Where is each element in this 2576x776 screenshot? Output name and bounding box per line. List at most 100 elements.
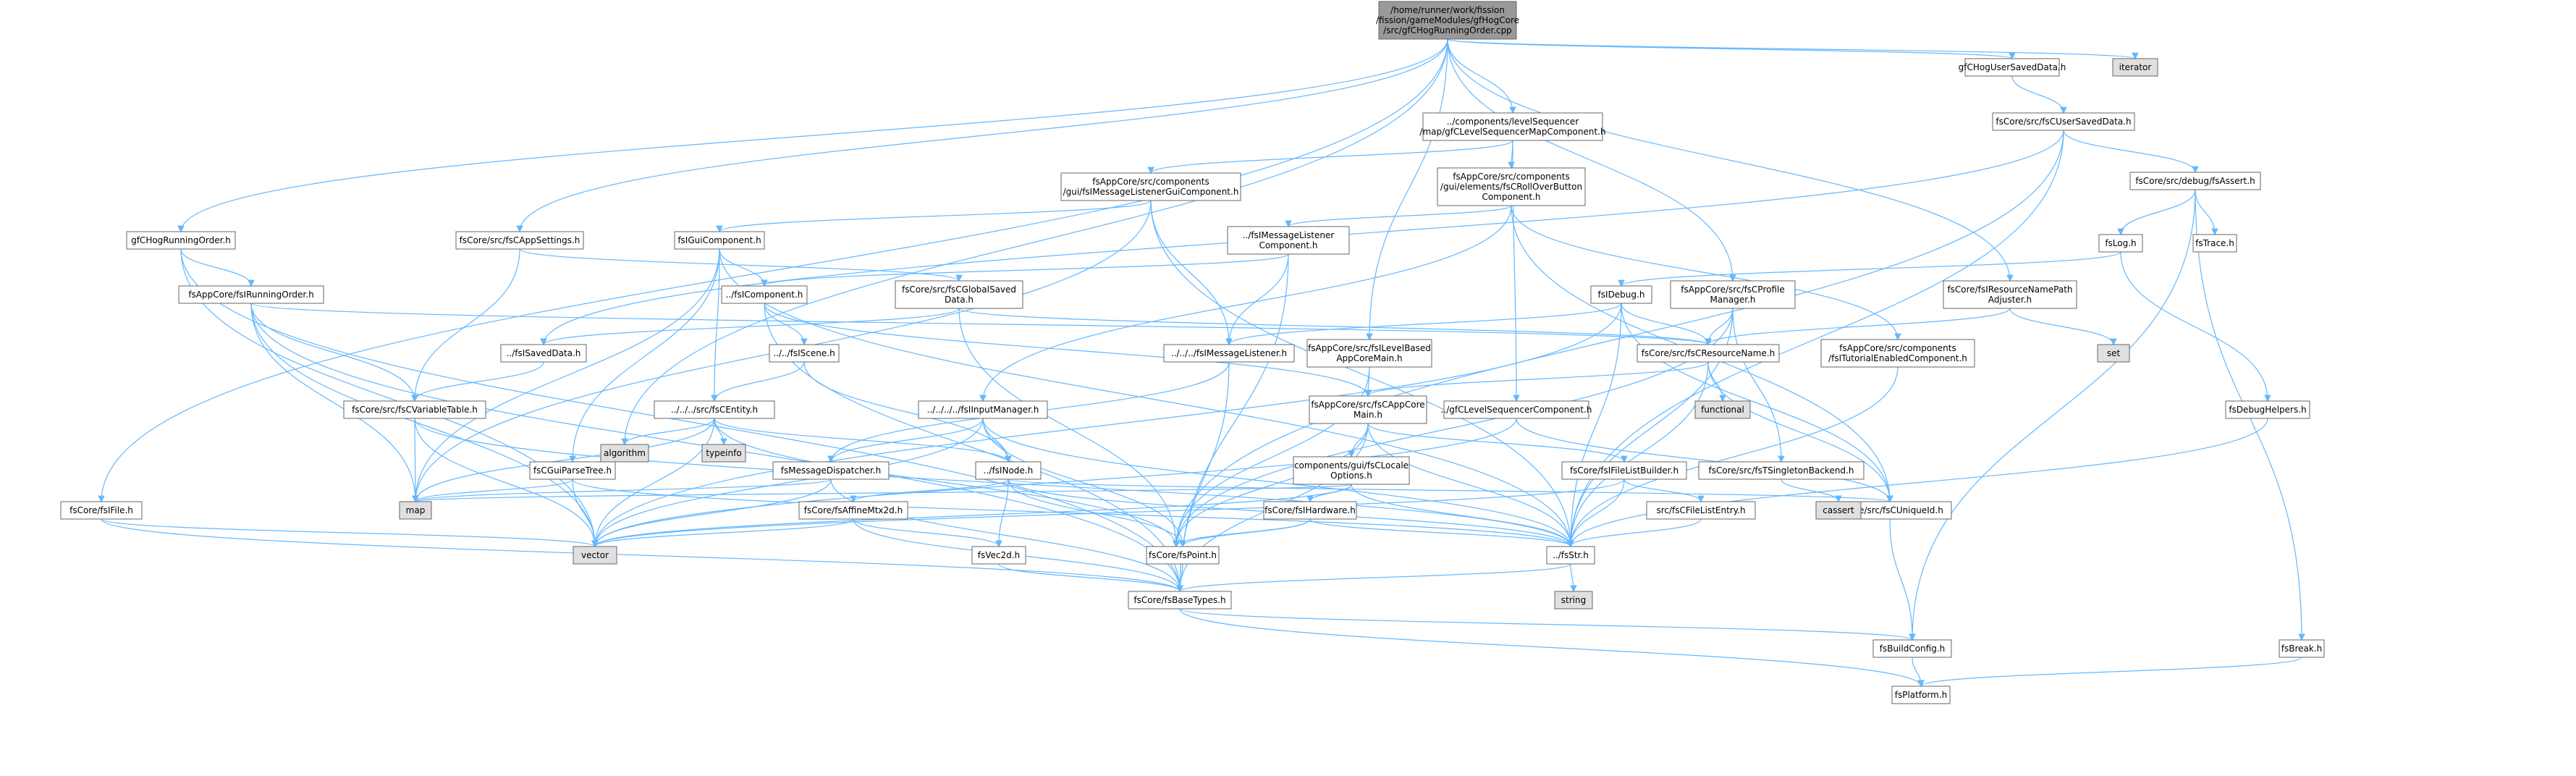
node-fsCGuiParseTree[interactable]: fsCGuiParseTree.h (529, 461, 616, 480)
edge-gfCHogRunningOrderH-to-vector (180, 248, 599, 548)
edge-fsLog-to-fsIDebug (1618, 251, 2121, 287)
node-fsIHardware[interactable]: fsCore/fsIHardware.h (1263, 501, 1357, 520)
edge-fsIScene-to-fsINode (803, 361, 1012, 463)
node-fsBuildConfig[interactable]: fsBuildConfig.h (1872, 639, 1952, 658)
node-fsIGuiComponent[interactable]: fsIGuiComponent.h (674, 231, 765, 250)
node-fsAffineMtx2d[interactable]: fsCore/fsAffineMtx2d.h (798, 501, 908, 520)
node-fsBreak[interactable]: fsBreak.h (2279, 639, 2325, 658)
edge-fsCEntity-to-algorithm (621, 418, 715, 446)
node-label: fsDebugHelpers.h (2229, 405, 2306, 415)
node-fsCUserSavedData[interactable]: fsCore/src/fsCUserSavedData.h (1992, 112, 2135, 131)
node-gfCHogUserSavedData[interactable]: gfCHogUserSavedData.h (1959, 58, 2066, 77)
node-fsCEntity[interactable]: ../../../src/fsCEntity.h (654, 400, 775, 419)
node-fsTrace[interactable]: fsTrace.h (2192, 234, 2237, 253)
node-fsVec2d[interactable]: fsVec2d.h (971, 546, 1026, 565)
edge-rollOverBtn-to-tutorialEnabled (1511, 205, 1901, 341)
node-fsINode[interactable]: ../fsINode.h (975, 461, 1042, 480)
node-msgListenerGui[interactable]: fsAppCore/src/components/gui/fsIMessageL… (1060, 172, 1241, 201)
node-fsIFileListBuilder[interactable]: fsCore/fsIFileListBuilder.h (1561, 461, 1687, 480)
node-fsStr[interactable]: ../fsStr.h (1546, 546, 1595, 565)
node-box (701, 444, 746, 463)
node-label: fsCore/fsIFileListBuilder.h (1570, 465, 1678, 476)
node-rollOverBtn[interactable]: fsAppCore/src/components/gui/elements/fs… (1437, 167, 1586, 206)
node-fsCResourceName[interactable]: fsCore/src/fsCResourceName.h (1637, 344, 1780, 363)
edge-fsCProfileMgr-to-fsTSingletonBackend (1732, 308, 1785, 463)
node-levelSeqComp[interactable]: ../gfCLevelSequencerComponent.h (1441, 400, 1592, 419)
node-box (1815, 501, 1862, 520)
node-fsMessageDispatcher[interactable]: fsMessageDispatcher.h (772, 461, 890, 480)
edge-fsStr-to-string (1570, 563, 1577, 593)
node-label: ../components/levelSequencer (1447, 117, 1579, 127)
node-label: components/gui/fsCLocale (1294, 460, 1409, 471)
node-fsPoint[interactable]: fsCore/fsPoint.h (1146, 546, 1220, 565)
node-string: string (1554, 591, 1593, 610)
node-fsIMessageListener[interactable]: ../../../fsIMessageListener.h (1163, 344, 1295, 363)
edge-fsVec2d-to-fsBaseTypes (998, 563, 1183, 593)
edge-fsIFileListBuilder-to-vector (591, 478, 1625, 548)
node-cassert: cassert (1815, 501, 1862, 520)
node-fsCAppSettings[interactable]: fsCore/src/fsCAppSettings.h (455, 231, 584, 250)
edge-fsCGuiParseTree-to-map (412, 478, 573, 503)
edge-fsBreak-to-fsPlatform (1917, 657, 2302, 688)
edge-fsCAppSettings-to-fsCGlobalSaved (519, 248, 963, 282)
node-label: fsAppCore/fsIRunningOrder.h (188, 290, 313, 300)
node-label: fsCore/fsIHardware.h (1264, 505, 1356, 515)
edge-fsINode-to-fsVec2d (995, 478, 1009, 548)
node-gfCHogRunningOrderH[interactable]: gfCHogRunningOrder.h (126, 231, 236, 250)
edge-root-to-gfCHogUserSavedData (1447, 38, 2016, 60)
edge-localeOptions-to-fsStr (1351, 484, 1574, 548)
node-label: gfCHogRunningOrder.h (131, 235, 231, 245)
node-box (654, 400, 775, 419)
node-label: fsCore/fsBaseTypes.h (1133, 595, 1225, 605)
node-box (1163, 344, 1295, 363)
node-fsIComponent[interactable]: ../fsIComponent.h (721, 285, 808, 304)
edge-msgListenerGui-to-fsIGuiComponent (716, 200, 1152, 233)
node-fsBaseTypes[interactable]: fsCore/fsBaseTypes.h (1128, 591, 1232, 610)
node-label: vector (581, 550, 609, 560)
node-fsIDebug[interactable]: fsIDebug.h (1590, 285, 1652, 304)
edge-fsIDebug-to-fsIMessageListener (1225, 303, 1622, 346)
edge-root-to-fsCAppSettings (516, 38, 1448, 233)
edge-gfCHogRunningOrderH-to-fsIRunningOrder (180, 248, 255, 287)
node-tutorialEnabled[interactable]: fsAppCore/src/components/fsITutorialEnab… (1820, 339, 1975, 368)
node-fsIInputManager[interactable]: ../../../../fsIInputManager.h (918, 400, 1048, 419)
node-box (1306, 339, 1432, 368)
node-fsTSingletonBackend[interactable]: fsCore/src/fsTSingletonBackend.h (1698, 461, 1865, 480)
node-fsAssert[interactable]: fsCore/src/debug/fsAssert.h (2129, 172, 2261, 190)
node-fsCorefsIFile[interactable]: fsCore/fsIFile.h (60, 501, 143, 520)
edge-fsIDebug-to-vector (591, 303, 1622, 548)
node-functional: functional (1694, 400, 1751, 419)
edge-fsAssert-to-fsLog (2117, 189, 2196, 236)
node-fsPlatform[interactable]: fsPlatform.h (1891, 686, 1951, 704)
edge-root-to-fsIResNameAdj (1447, 38, 2014, 282)
node-label: fsAppCore/src/fsCProfile (1681, 284, 1784, 295)
node-fsLog[interactable]: fsLog.h (2098, 234, 2143, 253)
node-label: gfCHogUserSavedData.h (1959, 62, 2066, 72)
node-label: Options.h (1330, 471, 1372, 481)
edge-gfCHogRunningOrderH-to-fsBaseTypes (180, 248, 1183, 593)
node-fsIScene[interactable]: ../../fsIScene.h (769, 344, 840, 363)
node-fsIRunningOrder[interactable]: fsAppCore/fsIRunningOrder.h (178, 285, 324, 304)
node-label: /src/gfCHogRunningOrder.cpp (1383, 25, 1512, 35)
node-label: fsCore/src/fsTSingletonBackend.h (1709, 465, 1854, 476)
node-fsDebugHelpers[interactable]: fsDebugHelpers.h (2225, 400, 2310, 419)
edge-msgListenerComp-to-fsIComponent (761, 253, 1289, 287)
node-set: set (2097, 344, 2130, 363)
node-box (500, 344, 587, 363)
node-fsCVariableTable[interactable]: fsCore/src/fsCVariableTable.h (343, 400, 486, 419)
node-label: Adjuster.h (1988, 295, 2032, 305)
edge-fsCEntity-to-memory (714, 418, 1180, 548)
edge-fsIResNameAdj-to-set (2009, 308, 2117, 346)
node-levelSeqMap[interactable]: ../components/levelSequencer/map/gfCLeve… (1419, 112, 1606, 141)
node-box (1546, 546, 1595, 565)
node-fsCFileListEntry[interactable]: src/fsCFileListEntry.h (1646, 501, 1756, 520)
node-fsISavedData[interactable]: ../fsISavedData.h (500, 344, 587, 363)
node-label: /gui/elements/fsCRollOverButton (1440, 182, 1582, 192)
